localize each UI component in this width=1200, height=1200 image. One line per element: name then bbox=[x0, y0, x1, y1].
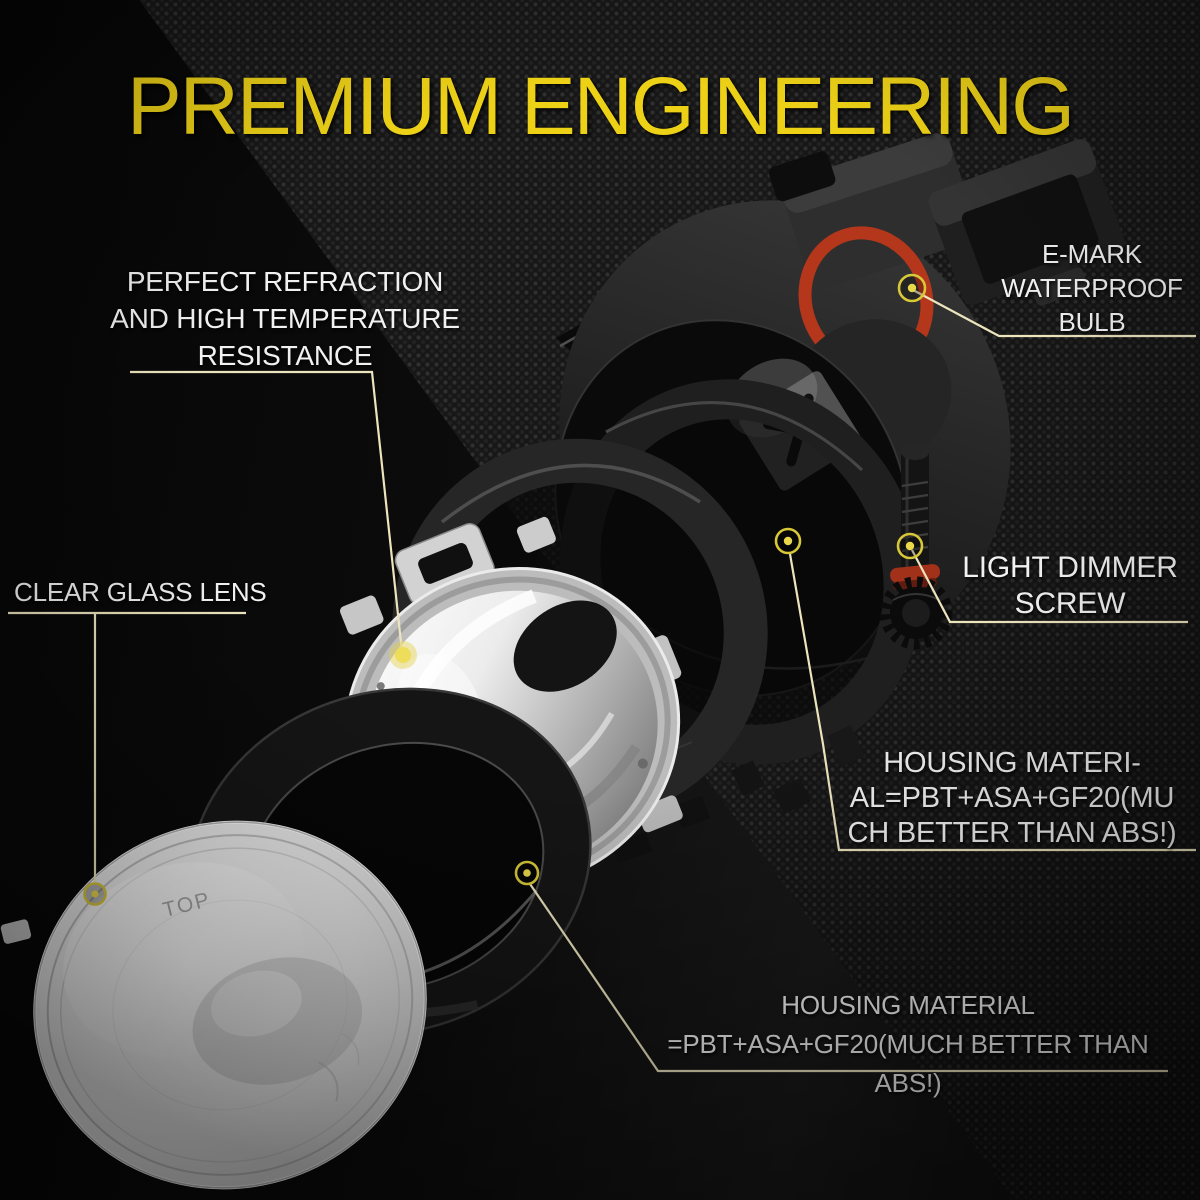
leader-perfect-refraction bbox=[130, 370, 404, 653]
light-dimmer-screw bbox=[879, 444, 953, 650]
callout-markers bbox=[83, 273, 927, 906]
reflector-aperture bbox=[513, 600, 617, 692]
callout-light-dimmer-screw: LIGHT DIMMER SCREW bbox=[962, 551, 1178, 620]
lens-alignment-tab bbox=[0, 919, 32, 944]
screw-threads bbox=[901, 480, 929, 553]
bulb-connector bbox=[928, 139, 1125, 306]
leader-light-dimmer bbox=[911, 549, 1188, 624]
leader-lines bbox=[8, 289, 1196, 1073]
screw-gear-base bbox=[879, 576, 953, 650]
callout-housing-material-bottom: HOUSING MATERIAL =PBT+ASA+GF20(MUCH BETT… bbox=[667, 990, 1149, 1098]
leader-e-mark-bulb bbox=[912, 289, 1196, 338]
clear-glass-lens: TOP bbox=[0, 820, 427, 1190]
page-title: PREMIUM ENGINEERING bbox=[126, 61, 1075, 152]
callout-housing-material-right: HOUSING MATERI- AL=PBT+ASA+GF20(MU CH BE… bbox=[847, 747, 1177, 850]
leader-housing-bottom bbox=[529, 883, 1168, 1073]
callout-perfect-refraction: PERFECT REFRACTION AND HIGH TEMPERATURE … bbox=[110, 266, 460, 371]
callout-e-mark-waterproof-bulb: E-MARK WATERPROOF BULB bbox=[1001, 239, 1183, 337]
callout-clear-glass-lens: CLEAR GLASS LENS bbox=[14, 577, 267, 607]
leader-housing-right bbox=[788, 553, 1196, 852]
